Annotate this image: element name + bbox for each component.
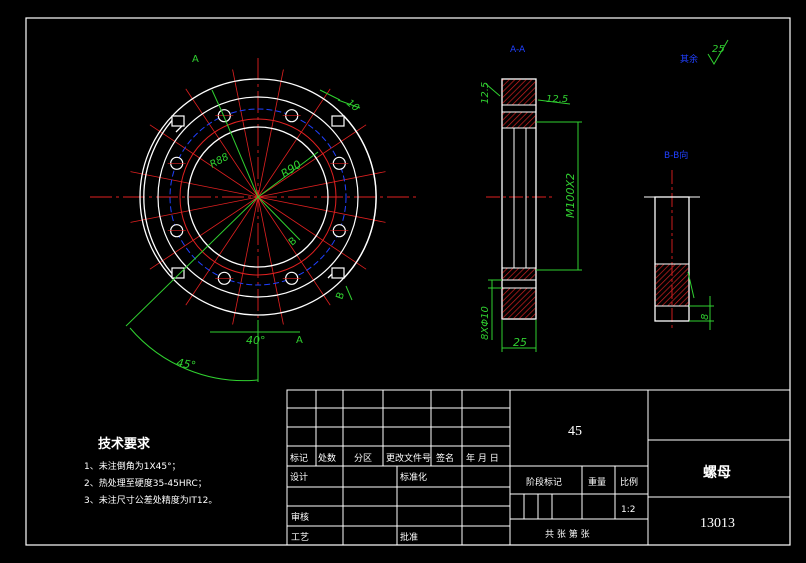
tb-process: 工艺: [291, 532, 309, 543]
radial-line: [149, 124, 259, 198]
radial-line: [257, 69, 284, 198]
label-section-a-top: A: [192, 54, 199, 65]
tech-item-2: 2、热处理至硬度35-45HRC；: [84, 477, 207, 489]
radial-line: [232, 196, 259, 325]
tech-requirements: 技术要求 1、未注倒角为1X45°； 2、热处理至硬度35-45HRC； 3、未…: [84, 436, 217, 506]
tb-part-name: 螺母: [703, 464, 731, 481]
radial-line: [130, 171, 259, 198]
radial-line: [232, 69, 259, 198]
bolt-circle: [169, 108, 347, 286]
tb-weight: 重量: [588, 476, 606, 488]
tech-title: 技术要求: [98, 436, 151, 452]
slot-notches: [171, 115, 345, 279]
tb-scale-value: 1:2: [621, 505, 635, 515]
tb-standardization: 标准化: [400, 471, 427, 483]
tb-label-count: 处数: [318, 452, 336, 464]
radial-line: [257, 196, 367, 270]
tb-label-change: 更改文件号: [386, 452, 431, 464]
outer-circle: [139, 78, 377, 316]
tb-sheets: 共 张 第 张: [545, 528, 590, 540]
radial-line: [257, 196, 284, 325]
dim-angle-40: 40°: [246, 334, 266, 347]
dim-rough-12-5-right: 12.5: [546, 94, 568, 105]
bb-dimensions: [687, 271, 714, 330]
dim-slot-10: 10: [344, 98, 361, 115]
roughness-note: 其余 25: [680, 39, 729, 65]
roughness-rest-value: 25: [712, 44, 725, 55]
title-block-text: 45 螺母 13013 标记 处数 分区 更改文件号 签名 年 月 日 设计 标…: [290, 424, 735, 543]
label-section-b-bottom: B: [334, 291, 347, 301]
bolt-holes: [167, 109, 349, 285]
radial-line: [257, 196, 331, 306]
hatch-bottom: [501, 267, 537, 281]
radial-line: [185, 88, 259, 198]
hatch-top-2: [501, 111, 537, 129]
label-view-aa: A-A: [510, 45, 526, 55]
tb-review: 审核: [291, 511, 309, 523]
tb-drawing-no: 13013: [700, 516, 735, 531]
tb-design: 设计: [290, 471, 308, 483]
radial-line: [185, 196, 259, 306]
radial-line: [130, 196, 259, 223]
section-view-aa: A-A 12.5 12.5 M100X2 8XΦ10 2: [480, 45, 582, 352]
radial-line: [257, 196, 386, 223]
bb-hatch: [654, 263, 690, 307]
bb-outline: [654, 196, 690, 322]
tb-label-sign: 签名: [436, 452, 454, 464]
tb-label-mark: 标记: [290, 452, 308, 464]
dim-depth-8: 8: [700, 314, 711, 320]
flange-circle: [157, 96, 359, 298]
section-dimensions: [485, 83, 582, 352]
front-view: R88 R90 10 40° 45° A A B B: [90, 54, 420, 382]
tb-material: 45: [568, 424, 582, 439]
bore-circle: [187, 126, 329, 268]
dim-r88: R88: [208, 152, 231, 171]
radial-line: [257, 88, 331, 198]
dim-angle-45: 45°: [175, 356, 196, 372]
title-block: [286, 389, 791, 546]
tech-item-3: 3、未注尺寸公差处精度为IT12。: [84, 494, 217, 506]
radial-line: [257, 171, 386, 198]
dim-width-25: 25: [513, 336, 527, 349]
thread-major-circle: [179, 118, 337, 276]
dim-holes-8x10: 8XΦ10: [480, 306, 491, 340]
tb-label-zone: 分区: [354, 453, 372, 464]
label-section-a-bottom: A: [296, 335, 303, 346]
green-leaders: [125, 89, 361, 382]
label-view-bb: B-B向: [664, 149, 688, 161]
dim-rough-12-5-left: 12.5: [480, 82, 491, 104]
roughness-symbol: [707, 39, 729, 65]
radial-line: [257, 124, 367, 198]
hatch-bottom-2: [501, 287, 537, 320]
dim-thread-m100x2: M100X2: [564, 173, 577, 218]
tb-label-date: 年 月 日: [466, 452, 499, 464]
tb-approve: 批准: [400, 531, 418, 543]
label-surface-rest: 其余: [680, 53, 698, 65]
hatch-top: [501, 78, 537, 106]
tech-item-1: 1、未注倒角为1X45°；: [84, 460, 181, 472]
view-bb: B-B向 8: [644, 149, 714, 330]
tb-stage-mark: 阶段标记: [526, 476, 562, 488]
radial-centerlines: [130, 69, 386, 325]
tb-scale: 比例: [620, 476, 638, 488]
radial-line: [149, 196, 259, 270]
